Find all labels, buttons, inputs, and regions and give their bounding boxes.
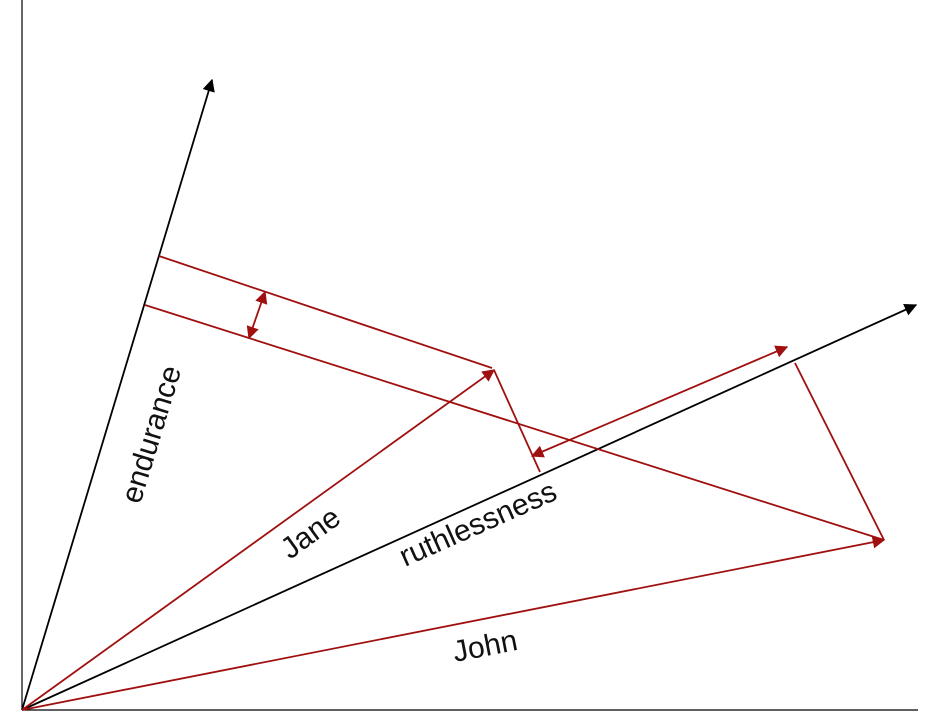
- ruthlessness-label: ruthlessness: [394, 475, 561, 574]
- john-projection-ruthlessness: [794, 362, 885, 541]
- ruthlessness-difference-arrow: [530, 345, 789, 458]
- john-projection-endurance: [144, 304, 885, 541]
- endurance-difference-arrow: [246, 290, 268, 340]
- jane-label: Jane: [275, 501, 347, 566]
- endurance-axis-arrow: [21, 78, 215, 711]
- jane-projection-ruthlessness: [493, 369, 541, 473]
- jane-vector-arrow: [21, 369, 496, 711]
- john-vector-arrow: [21, 536, 886, 711]
- jane-projection-endurance: [158, 255, 493, 369]
- john-label: John: [450, 624, 520, 669]
- endurance-label: endurance: [115, 362, 188, 507]
